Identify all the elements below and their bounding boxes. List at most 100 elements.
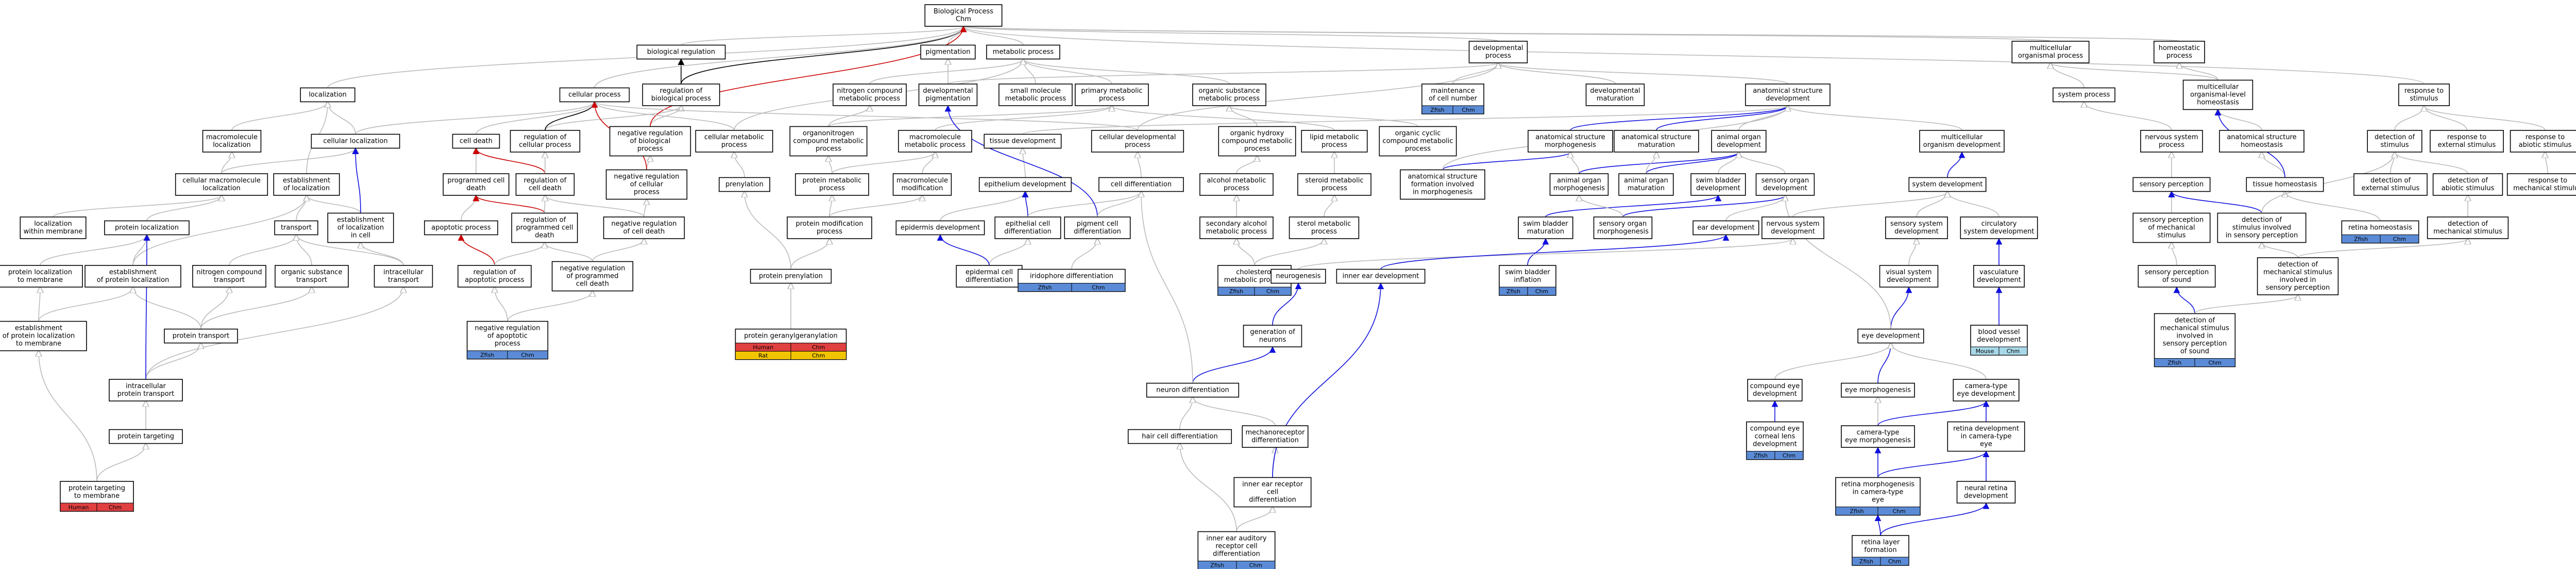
go-term-node[interactable]: tissue development bbox=[984, 133, 1062, 149]
go-term-node[interactable]: cell death bbox=[452, 133, 500, 149]
go-term-node[interactable]: eye development bbox=[1857, 328, 1924, 344]
go-term-node[interactable]: protein prenylation bbox=[750, 269, 832, 284]
go-term-node[interactable]: neuron differentiation bbox=[1146, 382, 1240, 398]
go-term-node[interactable]: ear development bbox=[1692, 220, 1759, 236]
go-term-node[interactable]: eye morphogenesis bbox=[1841, 382, 1915, 398]
go-term-node[interactable]: cellular process bbox=[559, 87, 630, 103]
go-term-node[interactable]: hair cell differentiation bbox=[1127, 429, 1232, 444]
go-term-node[interactable]: system process bbox=[2053, 87, 2115, 103]
go-term-node[interactable]: protein targeting bbox=[109, 429, 183, 444]
go-term-node[interactable]: metabolic process bbox=[986, 44, 1060, 60]
go-term-node[interactable]: localization bbox=[300, 87, 355, 103]
go-term-node[interactable]: transport bbox=[274, 220, 318, 236]
go-term-node[interactable]: sensory perception bbox=[2132, 177, 2211, 192]
go-term-node[interactable]: tissue homeostasis bbox=[2246, 177, 2324, 192]
go-term-node[interactable]: protein transport bbox=[164, 328, 238, 344]
go-term-node[interactable]: cell differentiation bbox=[1098, 177, 1184, 192]
go-term-node[interactable]: neurogenesis bbox=[1270, 269, 1326, 284]
go-term-node[interactable]: epidermis development bbox=[895, 220, 985, 236]
go-term-node[interactable]: prenylation bbox=[719, 177, 770, 192]
go-term-node[interactable]: cellular localization bbox=[311, 133, 400, 149]
go-term-node[interactable]: apoptotic process bbox=[424, 220, 498, 236]
